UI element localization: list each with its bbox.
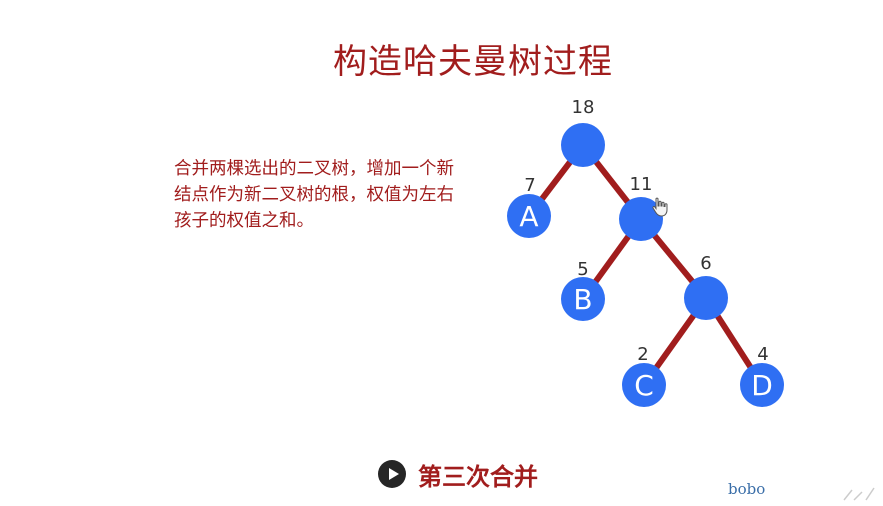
tree-node-weight-nD: 4	[757, 344, 768, 365]
tree-node-weight-nA: 7	[524, 175, 535, 196]
tree-node-weight-n18: 18	[572, 97, 595, 118]
corner-decoration-icon	[843, 487, 875, 501]
tree-node-weight-nB: 5	[577, 259, 588, 280]
tree-node-weight-nC: 2	[637, 344, 648, 365]
tree-node-weight-n6: 6	[700, 253, 711, 274]
tree-node-label-nB: B	[573, 283, 592, 316]
slide-title: 构造哈夫曼树过程	[333, 42, 613, 82]
tree-node-n11	[619, 197, 663, 241]
tree-node-nD	[740, 363, 784, 407]
tree-node-label-nA: A	[519, 200, 538, 233]
hand-pointer-icon	[652, 197, 668, 217]
tree-node-nB	[561, 277, 605, 321]
tree-node-n18	[561, 123, 605, 167]
play-circle-icon[interactable]	[378, 460, 406, 488]
description-line-3: 孩子的权值之和。	[174, 211, 314, 231]
step-caption-text: 第三次合并	[418, 462, 538, 491]
description-text: 合并两棵选出的二叉树，增加一个新 结点作为新二叉树的根，权值为左右 孩子的权值之…	[174, 156, 524, 234]
tree-node-label-nC: C	[634, 369, 654, 402]
step-caption: 第三次合并	[378, 456, 538, 492]
tree-node-nC	[622, 363, 666, 407]
tree-node-nA	[507, 194, 551, 238]
tree-node-weight-n11: 11	[630, 174, 653, 195]
description-line-1: 合并两棵选出的二叉树，增加一个新	[174, 159, 454, 179]
tree-node-n6	[684, 276, 728, 320]
watermark: bobo	[728, 480, 766, 498]
description-line-2: 结点作为新二叉树的根，权值为左右	[174, 185, 454, 205]
tree-node-label-nD: D	[751, 369, 773, 402]
